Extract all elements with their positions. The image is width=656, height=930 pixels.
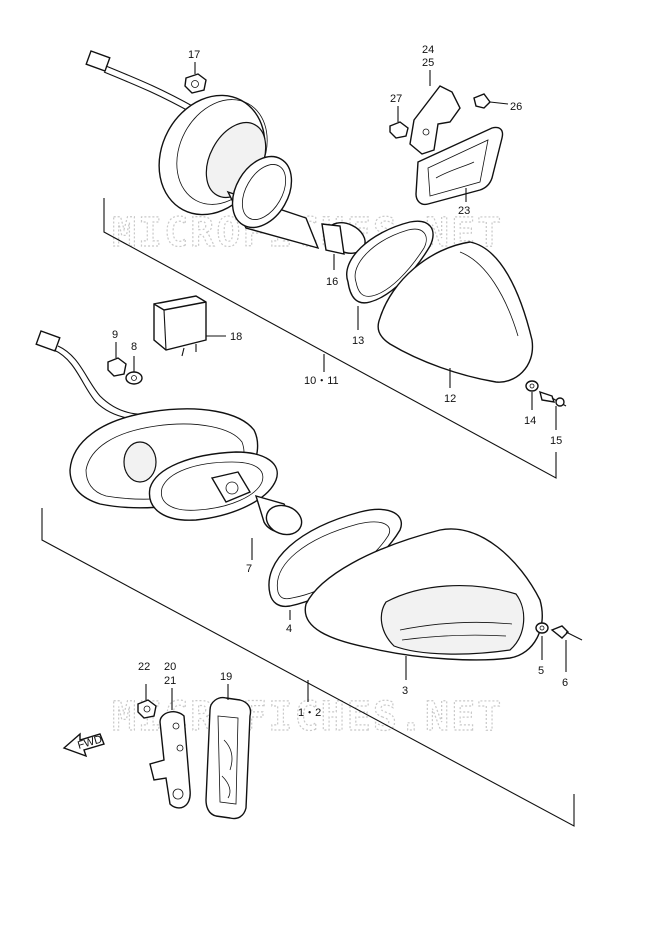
label-1-2: 1・2 [298, 707, 321, 719]
label-3: 3 [402, 685, 408, 697]
gasket-4 [268, 508, 402, 620]
label-20: 20 [164, 661, 176, 673]
bulb-socket-upper [226, 155, 366, 270]
label-16: 16 [326, 276, 338, 288]
gasket-13 [346, 220, 434, 330]
nut-22 [137, 684, 157, 719]
washer-5 [535, 622, 549, 660]
label-23: 23 [458, 205, 470, 217]
lens-12 [377, 241, 534, 388]
bracket-20-21 [149, 688, 191, 809]
washer-14 [525, 380, 539, 410]
label-19: 19 [220, 671, 232, 683]
lower-assembly [35, 330, 583, 827]
nut-27 [389, 106, 409, 139]
nut-9 [107, 342, 127, 377]
screw-15 [539, 390, 567, 430]
label-9: 9 [112, 329, 118, 341]
nut-17 [184, 62, 207, 94]
label-21: 21 [164, 675, 176, 687]
label-24: 24 [422, 44, 434, 56]
upper-assembly-bracket [103, 198, 557, 479]
label-18: 18 [230, 331, 242, 343]
label-6: 6 [562, 677, 568, 689]
lens-3 [304, 528, 543, 680]
label-15: 15 [550, 435, 562, 447]
label-25: 25 [422, 57, 434, 69]
bulb-socket-lower [148, 451, 303, 560]
label-7: 7 [246, 563, 252, 575]
side-marker-23 [415, 126, 504, 206]
relay-18 [153, 295, 226, 357]
label-8: 8 [131, 341, 137, 353]
label-17: 17 [188, 49, 200, 61]
label-27: 27 [390, 93, 402, 105]
label-10-11: 10・11 [304, 375, 339, 387]
connector-wire-upper [85, 50, 197, 115]
screw-6 [550, 625, 583, 672]
washer-8 [125, 356, 143, 385]
fwd-arrow: FWD [62, 732, 105, 758]
side-marker-19 [205, 684, 252, 820]
label-12: 12 [444, 393, 456, 405]
upper-assembly [85, 50, 567, 479]
label-22: 22 [138, 661, 150, 673]
label-26: 26 [510, 101, 522, 113]
label-4: 4 [286, 623, 292, 635]
screw-26 [473, 93, 509, 109]
label-5: 5 [538, 665, 544, 677]
label-13: 13 [352, 335, 364, 347]
bracket-24-25 [409, 70, 461, 155]
label-14: 14 [524, 415, 536, 427]
